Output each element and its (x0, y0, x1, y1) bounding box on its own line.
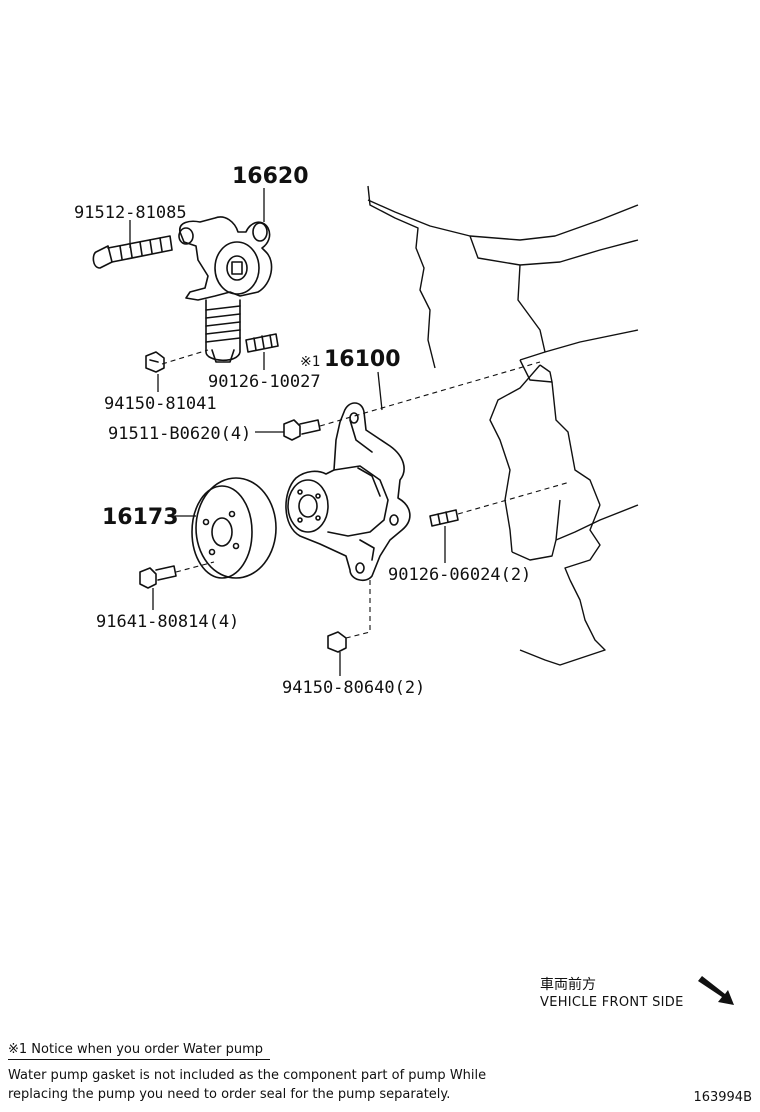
engine-block-outline (367, 185, 639, 666)
label-pulley: 16173 (102, 505, 179, 530)
water-pump (285, 402, 411, 582)
label-tensioner: 16620 (232, 164, 309, 189)
label-pump-stud: 90126-06024(2) (388, 565, 531, 585)
alignment-lines (161, 349, 571, 639)
pump-nut-icon (327, 631, 347, 653)
label-tensioner-stud: 90126-10027 (208, 372, 321, 392)
notice-line-2: replacing the pump you need to order sea… (8, 1087, 451, 1102)
label-tensioner-nut: 94150-81041 (104, 394, 217, 414)
label-water-pump-mark: ※1 (300, 354, 320, 370)
arrow-down-right-icon (698, 976, 734, 1005)
tensioner-bolt-icon (92, 235, 173, 269)
vehicle-front-side-label: VEHICLE FRONT SIDE (540, 995, 684, 1010)
tensioner-stud-icon (245, 333, 279, 353)
pulley (191, 477, 277, 579)
leader-lines (129, 188, 446, 676)
tensioner-assembly (178, 216, 273, 363)
figure-id: 163994B (693, 1090, 752, 1105)
label-water-pump: 16100 (324, 347, 401, 372)
label-tensioner-bolt: 91512-81085 (74, 203, 187, 223)
label-pump-nut: 94150-80640(2) (282, 678, 425, 698)
pulley-bolt-icon (139, 565, 177, 589)
notice-line-1: Water pump gasket is not included as the… (8, 1068, 487, 1083)
tensioner-nut-icon (145, 351, 165, 373)
vehicle-front-japanese-label: 車両前方 (540, 977, 596, 993)
label-pulley-bolt: 91641-80814(4) (96, 612, 239, 632)
notice-title: ※1 Notice when you order Water pump (8, 1042, 270, 1060)
notice-body: Water pump gasket is not included as the… (8, 1066, 508, 1104)
pump-bolt-icon (283, 419, 321, 441)
pump-stud-icon (429, 509, 459, 527)
label-pump-bolt: 91511-B0620(4) (108, 424, 251, 444)
